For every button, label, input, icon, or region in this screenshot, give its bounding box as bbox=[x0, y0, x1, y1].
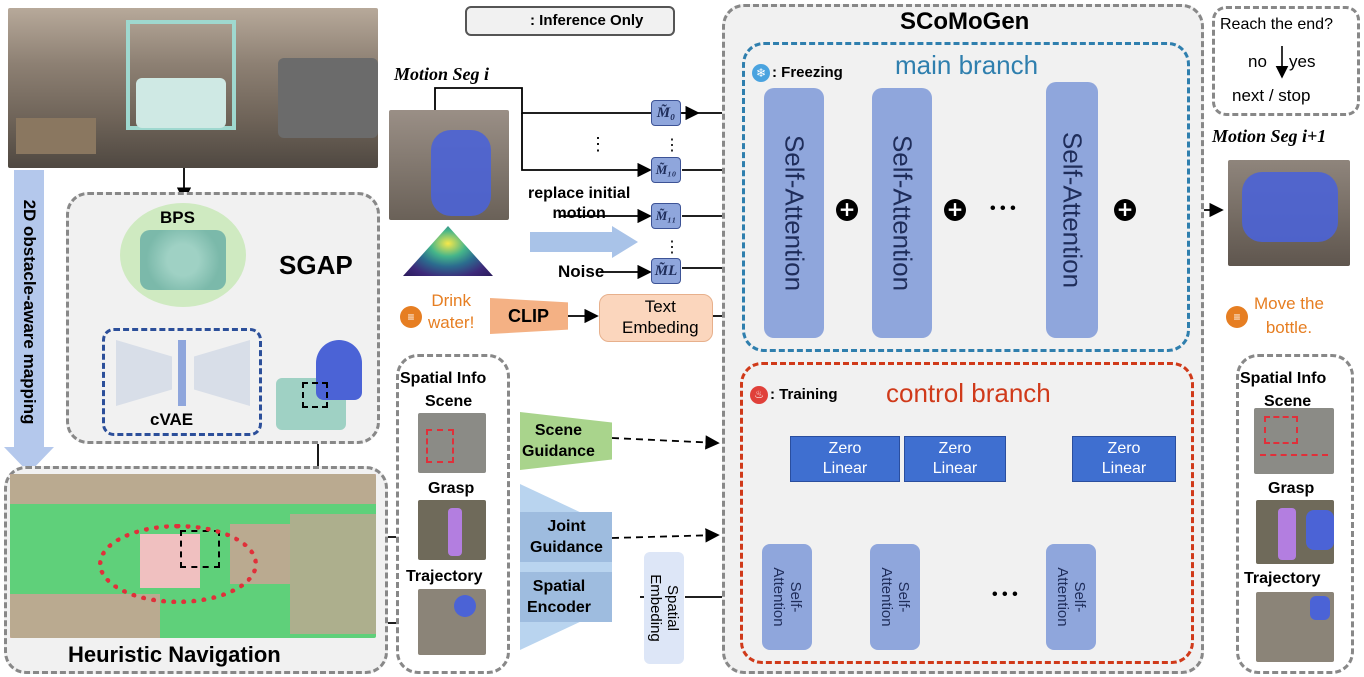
text-embedding-box bbox=[599, 294, 713, 342]
spatial-right-grasp-image bbox=[1256, 500, 1334, 564]
main-ellipsis: • • • bbox=[990, 200, 1016, 217]
grasp-pose-figure bbox=[276, 340, 372, 430]
main-branch-title: main branch bbox=[895, 50, 1039, 80]
svg-text:⋮: ⋮ bbox=[664, 239, 680, 256]
motion-seg-next-label: Motion Seg i+1 bbox=[1212, 126, 1327, 146]
spatial-right-trajectory-image bbox=[1256, 592, 1334, 662]
motion-seg-i-image bbox=[389, 110, 509, 220]
spatial-embedding-box bbox=[644, 552, 684, 664]
spatial-left-scene-image bbox=[418, 413, 486, 473]
mapping-label: 2D obstacle-aware mapping bbox=[20, 199, 39, 425]
training-label: : Training bbox=[770, 386, 838, 403]
legend-label: : Inference Only bbox=[530, 12, 644, 29]
control-self-attention-1: Self- Attention bbox=[762, 544, 812, 650]
spatial-right-grasp-label: Grasp bbox=[1268, 480, 1315, 497]
cvae-label: cVAE bbox=[150, 410, 194, 429]
spatial-info-left-title: Spatial Info bbox=[400, 370, 487, 387]
speech-drink-text: Drink water! bbox=[428, 291, 475, 332]
svg-text:⋮: ⋮ bbox=[664, 137, 680, 154]
noise-arrow-head bbox=[612, 226, 638, 258]
freezing-label: : Freezing bbox=[772, 64, 843, 81]
main-self-attention-1: Self-Attention bbox=[764, 88, 824, 338]
speech-bubble-icon-right: ≡ bbox=[1226, 306, 1248, 328]
spatial-right-scene-image bbox=[1254, 408, 1334, 474]
spatial-info-right-title: Spatial Info bbox=[1240, 370, 1327, 387]
zero-linear-1: Zero Linear bbox=[790, 436, 900, 482]
spatial-encoder-box bbox=[520, 572, 612, 622]
spatial-left-grasp-image bbox=[418, 500, 486, 560]
plus-1: + bbox=[836, 199, 858, 221]
plus-3: + bbox=[1114, 199, 1136, 221]
spatial-embedding-label: Spatial Embeding bbox=[647, 574, 681, 642]
plus-2: + bbox=[944, 199, 966, 221]
svg-text:⋮: ⋮ bbox=[589, 134, 607, 154]
text-embedding-label: Text Embeding bbox=[622, 297, 699, 337]
zero-linear-2: Zero Linear bbox=[904, 436, 1006, 482]
heuristic-nav-label: Heuristic Navigation bbox=[68, 642, 281, 667]
spatial-left-grasp-label: Grasp bbox=[428, 480, 475, 497]
control-self-attention-2: Self- Attention bbox=[870, 544, 920, 650]
scene-guidance-label: Scene Guidance bbox=[522, 422, 595, 460]
fire-icon: ♨ bbox=[750, 386, 768, 404]
main-self-attention-3: Self-Attention bbox=[1046, 82, 1098, 338]
spatial-encoder-label: Spatial Encoder bbox=[527, 578, 592, 616]
next-stop-label: next / stop bbox=[1232, 86, 1311, 105]
speech-move-text: Move the bottle. bbox=[1254, 294, 1324, 337]
cvae-box bbox=[102, 328, 262, 436]
reach-end-box bbox=[1212, 6, 1360, 116]
joint-guidance-box bbox=[520, 512, 612, 562]
main-self-attention-2: Self-Attention bbox=[872, 88, 932, 338]
control-branch-title: control branch bbox=[886, 378, 1051, 408]
token-m0: M̃₀ bbox=[651, 100, 681, 126]
yes-label: yes bbox=[1289, 52, 1316, 71]
noise-label: Noise bbox=[558, 262, 605, 281]
legend-box bbox=[465, 6, 675, 36]
bps-label: BPS bbox=[160, 208, 195, 227]
spatial-left-scene-label: Scene bbox=[425, 393, 473, 410]
spatial-right-trajectory-label: Trajectory bbox=[1244, 570, 1321, 587]
scene-guidance-box bbox=[520, 412, 612, 470]
replace-motion-label: replace initial motion bbox=[528, 185, 631, 222]
token-ml: M̃L bbox=[651, 258, 681, 284]
motion-seg-i-label: Motion Seg i bbox=[394, 64, 490, 84]
snowflake-icon: ❄ bbox=[752, 64, 770, 82]
joint-guidance-label: Joint Guidance bbox=[530, 518, 603, 556]
spatial-right-scene-label: Scene bbox=[1264, 393, 1312, 410]
navigation-map bbox=[10, 474, 376, 638]
control-branch-box bbox=[740, 362, 1194, 664]
token-m10: M̃₁₀ bbox=[651, 157, 681, 183]
spatial-left-trajectory-label: Trajectory bbox=[406, 568, 483, 585]
cvae-latent bbox=[178, 340, 186, 406]
scomogen-title: SCoMoGen bbox=[900, 8, 1030, 35]
token-m11: M̃₁₁ bbox=[651, 203, 681, 229]
bps-pointcloud bbox=[140, 230, 226, 290]
control-self-attention-3: Self- Attention bbox=[1046, 544, 1096, 650]
mapping-arrow bbox=[14, 170, 44, 448]
room-scene-image bbox=[8, 8, 378, 168]
motion-seg-next-image bbox=[1228, 160, 1350, 266]
control-ellipsis: • • • bbox=[992, 586, 1018, 603]
spatial-left-trajectory-image bbox=[418, 589, 486, 655]
noise-arrow bbox=[530, 232, 614, 252]
no-label: no bbox=[1248, 52, 1267, 71]
main-branch-box bbox=[742, 42, 1190, 352]
zero-linear-3: Zero Linear bbox=[1072, 436, 1176, 482]
clip-label: CLIP bbox=[508, 306, 550, 326]
speech-bubble-icon: ≡ bbox=[400, 306, 422, 328]
sgap-title: SGAP bbox=[279, 250, 353, 280]
clip-box bbox=[490, 298, 568, 334]
reach-end-label: Reach the end? bbox=[1220, 16, 1333, 33]
